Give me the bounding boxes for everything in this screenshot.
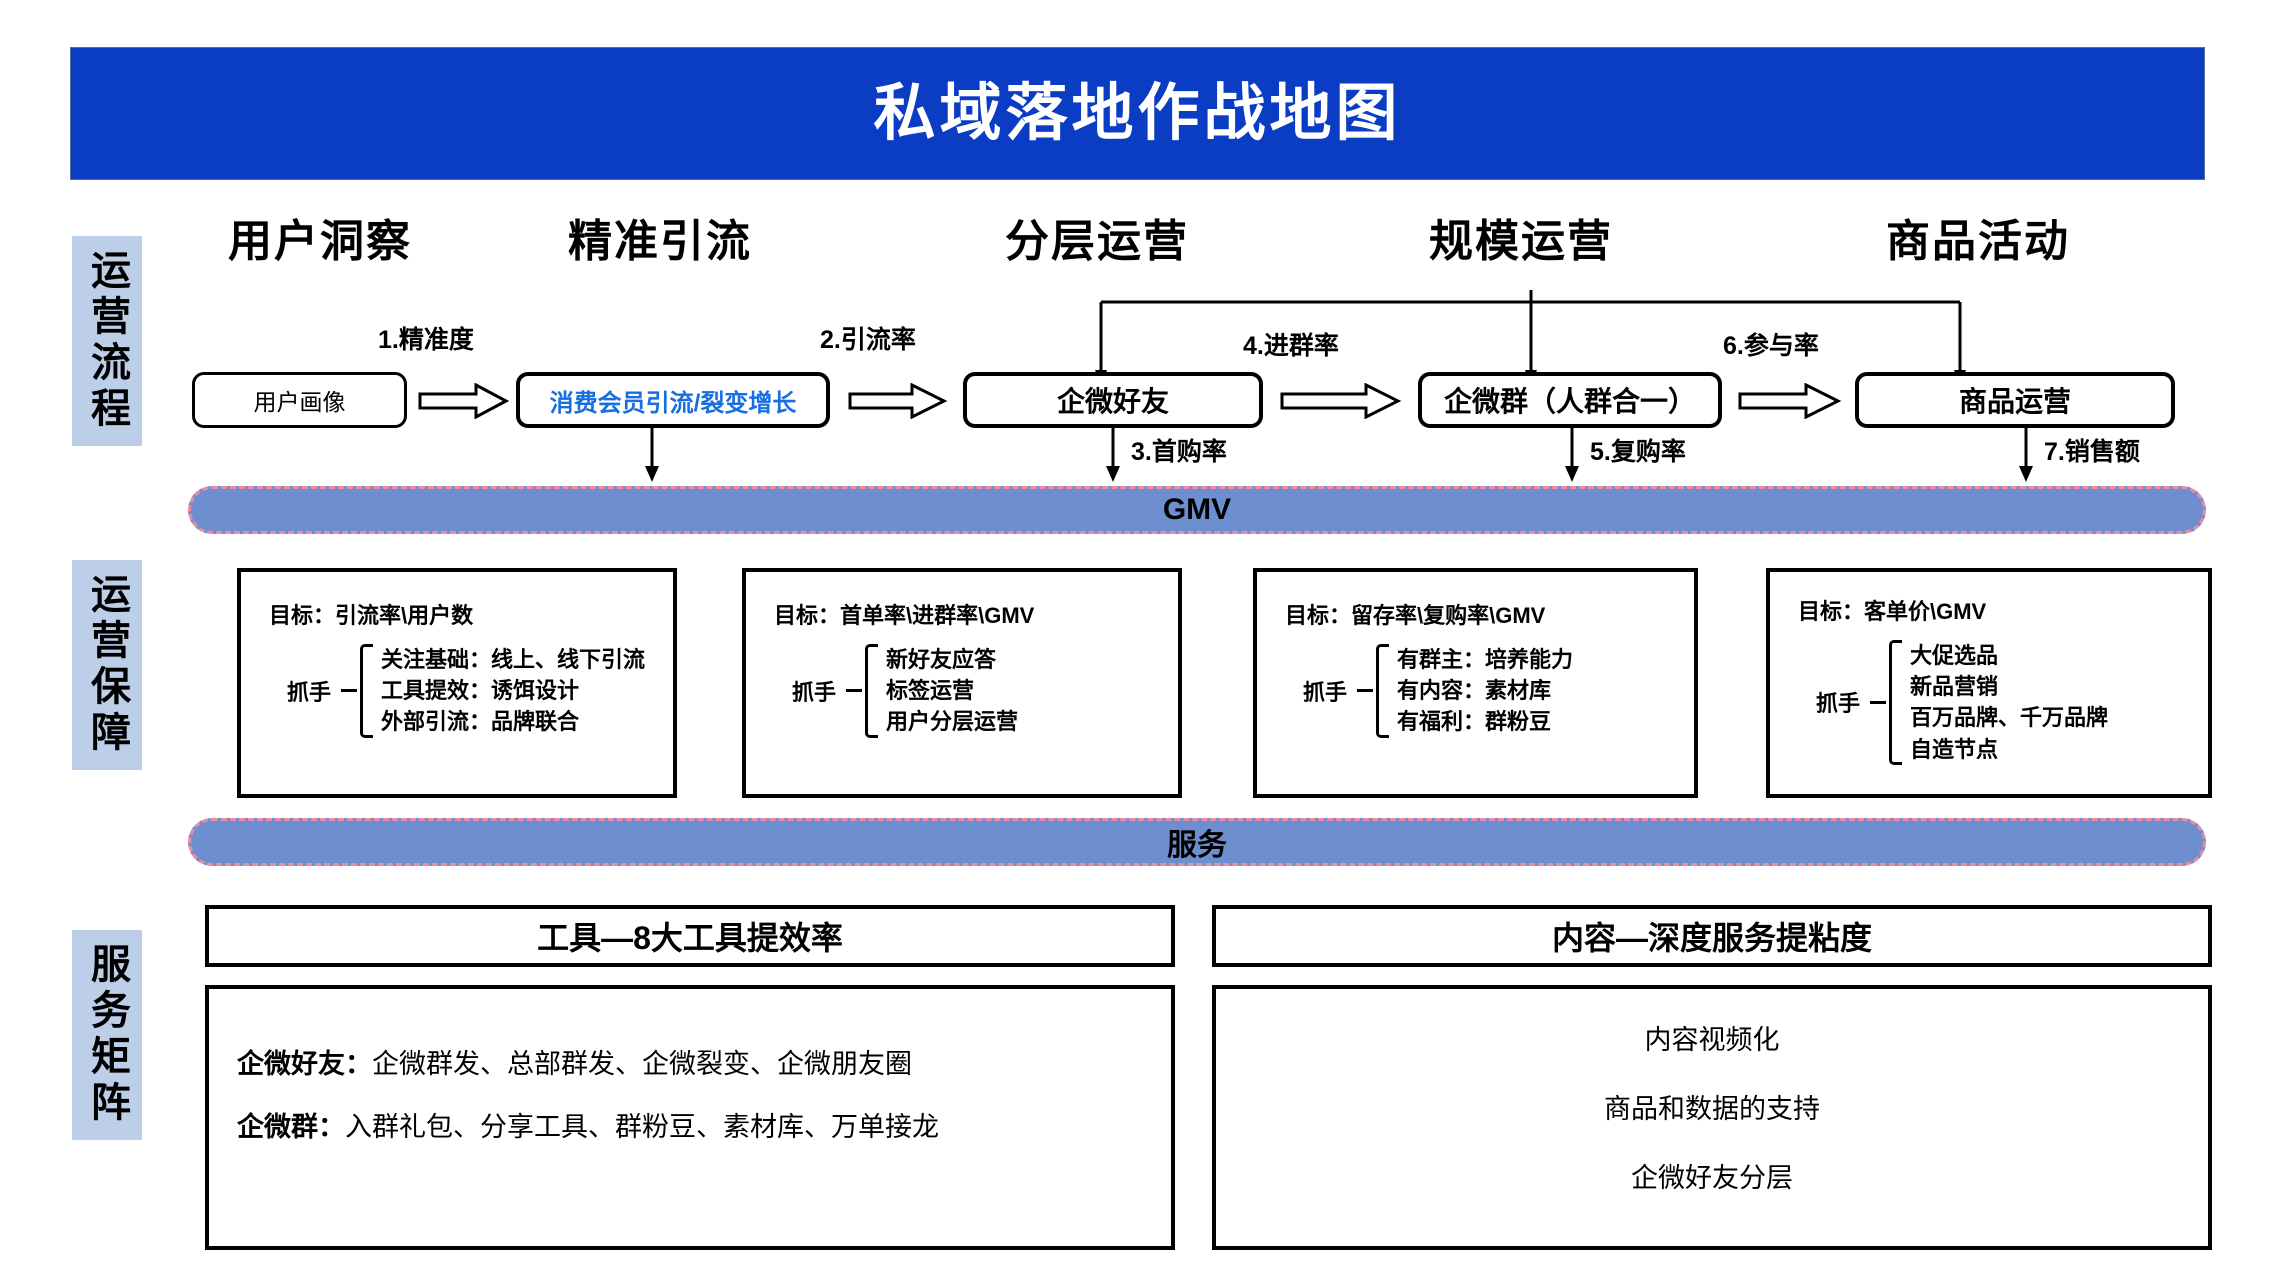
guarantee-goal: 目标：首单率\进群率\GMV (774, 603, 1035, 628)
guarantee-box-2: 目标：首单率\进群率\GMV 抓手 新好友应答 标签运营 用户分层运营 (742, 568, 1182, 798)
block-arrow-2 (848, 383, 948, 419)
guarantee-body: 抓手 有群主：培养能力 有内容：素材库 有福利：群粉豆 (1285, 644, 1694, 738)
guarantee-items: 有群主：培养能力 有内容：素材库 有福利：群粉豆 (1389, 644, 1573, 738)
list-item: 用户分层运营 (886, 709, 1019, 735)
brace-icon (865, 644, 879, 738)
block-arrow-1 (418, 383, 510, 419)
matrix-left-body: 企微好友：企微群发、总部群发、企微裂变、企微朋友圈 企微群：入群礼包、分享工具、… (205, 985, 1175, 1250)
row-label-operations-guarantee: 运营保障 (72, 560, 142, 770)
page-title: 私域落地作战地图 (873, 78, 1402, 148)
down-arrow-traffic-to-gmv (645, 428, 659, 482)
flow-box-user-profile[interactable]: 用户画像 (192, 372, 407, 428)
matrix-line: 内容视频化 (1644, 1025, 1780, 1055)
matrix-line: 商品和数据的支持 (1604, 1094, 1820, 1124)
service-bar: 服务 (188, 818, 2206, 866)
dash-icon (1357, 689, 1374, 693)
conn-label-first-purchase-rate: 3.首购率 (1131, 438, 1227, 466)
list-item: 有群主：培养能力 (1397, 647, 1574, 672)
title-banner: 私域落地作战地图 (70, 47, 2205, 180)
guarantee-goal: 目标：引流率\用户数 (269, 603, 474, 628)
guarantee-key: 抓手 (792, 679, 837, 705)
guarantee-box-1: 目标：引流率\用户数 抓手 关注基础：线上、线下引流 工具提效：诱饵设计 外部引… (237, 568, 677, 798)
matrix-row-group: 企微群：入群礼包、分享工具、群粉豆、素材库、万单接龙 (237, 1114, 1171, 1141)
flow-box-product-ops[interactable]: 商品运营 (1855, 372, 2175, 428)
list-item: 有福利：群粉豆 (1397, 709, 1552, 735)
guarantee-key: 抓手 (1303, 679, 1348, 705)
column-header-product-activity: 商品活动 (1886, 217, 2070, 266)
list-item: 标签运营 (886, 678, 975, 704)
list-item: 有内容：素材库 (1397, 678, 1552, 704)
down-arrow-friend-to-gmv (1106, 428, 1120, 482)
block-arrow-3 (1280, 383, 1402, 419)
list-item: 百万品牌、千万品牌 (1910, 705, 2109, 731)
guarantee-body: 抓手 大促选品 新品营销 百万品牌、千万品牌 自造节点 (1798, 640, 2208, 765)
down-arrow-group-to-gmv (1565, 428, 1579, 482)
list-item: 工具提效：诱饵设计 (381, 678, 580, 704)
guarantee-items: 关注基础：线上、线下引流 工具提效：诱饵设计 外部引流：品牌联合 (373, 644, 645, 738)
list-item: 关注基础：线上、线下引流 (381, 647, 646, 672)
matrix-row-friend: 企微好友：企微群发、总部群发、企微裂变、企微朋友圈 (237, 1051, 1171, 1078)
matrix-line: 企微好友分层 (1631, 1163, 1793, 1193)
list-item: 自造节点 (1910, 736, 1999, 762)
matrix-row-key: 企微好友： (237, 1049, 372, 1079)
conn-label-sales-amount: 7.销售额 (2044, 438, 2140, 466)
matrix-left-header: 工具—8大工具提效率 (205, 905, 1175, 967)
flow-box-member-traffic[interactable]: 消费会员引流/裂变增长 (516, 372, 830, 428)
matrix-row-value: 入群礼包、分享工具、群粉豆、素材库、万单接龙 (345, 1112, 939, 1142)
guarantee-body: 抓手 关注基础：线上、线下引流 工具提效：诱饵设计 外部引流：品牌联合 (269, 644, 673, 738)
conn-label-participation-rate: 6.参与率 (1723, 332, 1819, 360)
guarantee-key: 抓手 (1816, 691, 1861, 717)
guarantee-items: 大促选品 新品营销 百万品牌、千万品牌 自造节点 (1902, 640, 2108, 765)
conn-label-group-join-rate: 4.进群率 (1243, 332, 1339, 360)
guarantee-box-4: 目标：客单价\GMV 抓手 大促选品 新品营销 百万品牌、千万品牌 自造节点 (1766, 568, 2212, 798)
guarantee-body: 抓手 新好友应答 标签运营 用户分层运营 (774, 644, 1178, 738)
row-label-operations-flow: 运营流程 (72, 236, 142, 446)
brace-icon (1889, 640, 1903, 765)
guarantee-box-3: 目标：留存率\复购率\GMV 抓手 有群主：培养能力 有内容：素材库 有福利：群… (1253, 568, 1698, 798)
conn-label-repurchase-rate: 5.复购率 (1590, 438, 1686, 466)
matrix-right-header: 内容—深度服务提粘度 (1212, 905, 2212, 967)
guarantee-items: 新好友应答 标签运营 用户分层运营 (878, 644, 1018, 738)
guarantee-goal: 目标：留存率\复购率\GMV (1285, 603, 1546, 628)
gmv-bar: GMV (188, 486, 2206, 534)
guarantee-goal: 目标：客单价\GMV (1798, 599, 1987, 624)
conn-label-accuracy: 1.精准度 (378, 326, 474, 354)
conn-label-traffic-rate: 2.引流率 (820, 326, 916, 354)
column-header-user-insight: 用户洞察 (228, 217, 412, 266)
guarantee-key: 抓手 (287, 679, 332, 705)
matrix-row-key: 企微群： (237, 1112, 345, 1142)
flow-box-qiwei-friend[interactable]: 企微好友 (963, 372, 1263, 428)
down-arrow-product-to-gmv (2019, 428, 2033, 482)
dash-icon (341, 689, 358, 693)
brace-icon (1376, 644, 1390, 738)
list-item: 新好友应答 (886, 647, 997, 672)
flow-box-qiwei-group[interactable]: 企微群（人群合一） (1418, 372, 1722, 428)
dash-icon (1870, 700, 1887, 704)
list-item: 新品营销 (1910, 674, 1999, 700)
block-arrow-4 (1738, 383, 1842, 419)
row-label-service-matrix: 服务矩阵 (72, 930, 142, 1140)
matrix-row-value: 企微群发、总部群发、企微裂变、企微朋友圈 (372, 1049, 912, 1079)
column-header-tiered-ops: 分层运营 (1005, 217, 1189, 266)
column-header-scale-ops: 规模运营 (1429, 217, 1613, 266)
list-item: 外部引流：品牌联合 (381, 709, 580, 735)
list-item: 大促选品 (1910, 643, 1999, 668)
matrix-right-body: 内容视频化 商品和数据的支持 企微好友分层 (1212, 985, 2212, 1250)
column-header-precise-traffic: 精准引流 (568, 217, 752, 266)
dash-icon (846, 689, 863, 693)
brace-icon (360, 644, 374, 738)
